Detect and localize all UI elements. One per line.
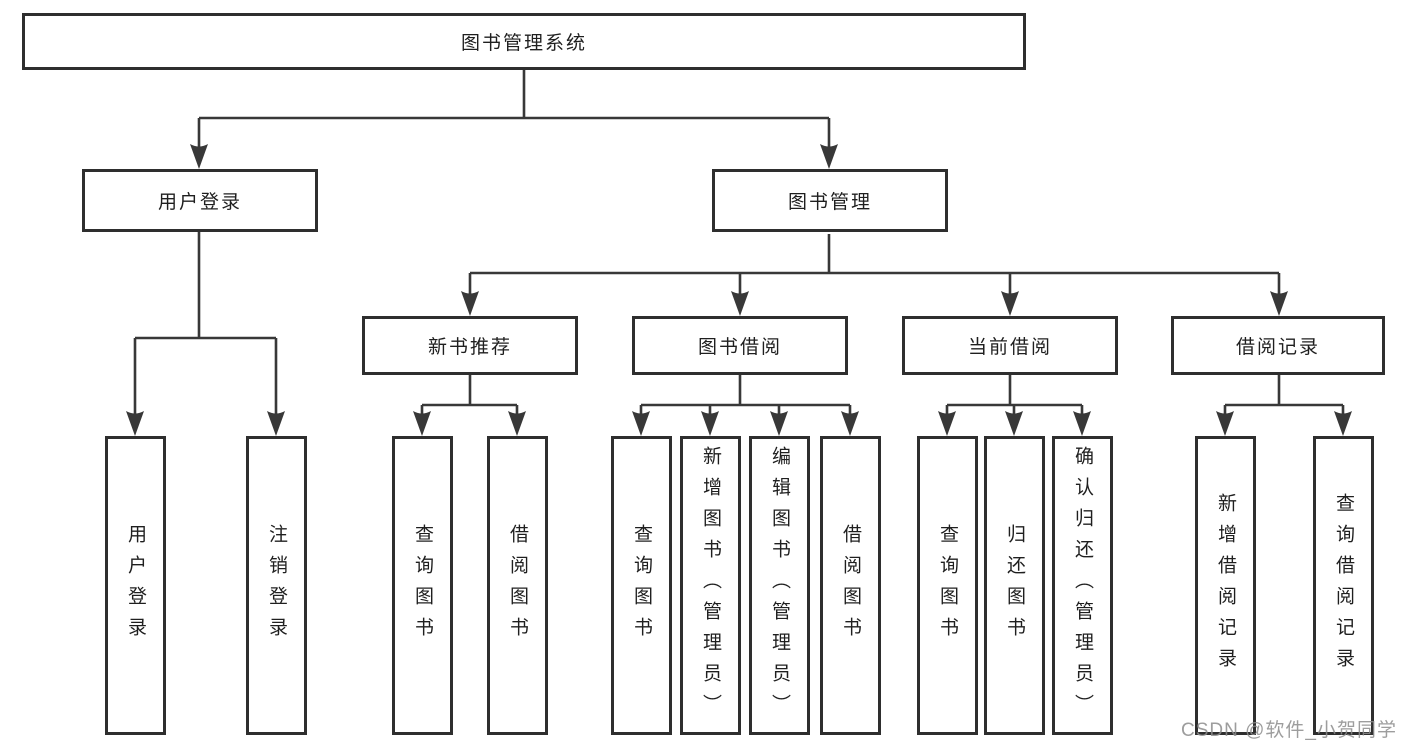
leaf-return-books-label: 归还图书 <box>1004 523 1025 648</box>
leaf-borrow-books-1: 借阅图书 <box>487 436 548 735</box>
node-current-borrowing-label: 当前借阅 <box>967 337 1052 358</box>
arrow-down-icon <box>413 411 431 436</box>
leaf-add-book-admin-label: 新增图书（管理员） <box>700 446 721 725</box>
arrow-down-icon <box>1334 411 1352 436</box>
arrowheads <box>126 144 1352 436</box>
arrow-down-icon <box>1216 411 1234 436</box>
arrow-down-icon <box>267 411 285 436</box>
leaf-query-borrow-record-label: 查询借阅记录 <box>1333 492 1354 679</box>
leaf-user-login: 用户登录 <box>105 436 166 735</box>
connector-book-borrow-branch <box>639 375 852 418</box>
leaf-query-books-3-label: 查询图书 <box>937 523 958 648</box>
node-current-borrowing: 当前借阅 <box>902 316 1118 375</box>
leaf-borrow-books-2: 借阅图书 <box>820 436 881 735</box>
node-root-label: 图书管理系统 <box>460 33 587 54</box>
leaf-borrow-books-1-label: 借阅图书 <box>507 523 528 648</box>
arrow-down-icon <box>126 411 144 436</box>
leaf-confirm-return-admin-label: 确认归还（管理员） <box>1072 446 1093 725</box>
arrow-down-icon <box>461 291 479 316</box>
leaf-add-borrow-record: 新增借阅记录 <box>1195 436 1256 735</box>
node-borrowing-records-label: 借阅记录 <box>1235 337 1320 358</box>
arrow-down-icon <box>190 144 208 169</box>
arrow-down-icon <box>731 291 749 316</box>
arrow-down-icon <box>841 411 859 436</box>
leaf-query-books-1: 查询图书 <box>392 436 453 735</box>
connector-root-branch <box>197 70 831 150</box>
arrow-down-icon <box>1005 411 1023 436</box>
arrow-down-icon <box>770 411 788 436</box>
arrow-down-icon <box>1270 291 1288 316</box>
node-root: 图书管理系统 <box>22 13 1026 70</box>
connector-current-borrow-branch <box>945 375 1084 418</box>
leaf-query-books-3: 查询图书 <box>917 436 978 735</box>
leaf-edit-book-admin-label: 编辑图书（管理员） <box>769 446 790 725</box>
leaf-add-book-admin: 新增图书（管理员） <box>680 436 741 735</box>
leaf-query-books-2-label: 查询图书 <box>631 523 652 648</box>
node-new-book-recommend-label: 新书推荐 <box>427 337 512 358</box>
node-new-book-recommend: 新书推荐 <box>362 316 578 375</box>
arrow-down-icon <box>1001 291 1019 316</box>
node-user-login-label: 用户登录 <box>157 192 242 213</box>
node-book-borrowing: 图书借阅 <box>632 316 848 375</box>
leaf-confirm-return-admin: 确认归还（管理员） <box>1052 436 1113 735</box>
leaf-borrow-books-2-label: 借阅图书 <box>840 523 861 648</box>
arrow-down-icon <box>632 411 650 436</box>
leaf-add-borrow-record-label: 新增借阅记录 <box>1215 492 1236 679</box>
connector-borrow-records-branch <box>1223 375 1345 418</box>
node-book-management: 图书管理 <box>712 169 948 232</box>
node-book-management-label: 图书管理 <box>787 192 872 213</box>
leaf-user-login-label: 用户登录 <box>125 523 146 648</box>
arrow-down-icon <box>508 411 526 436</box>
leaf-return-books: 归还图书 <box>984 436 1045 735</box>
leaf-query-books-2: 查询图书 <box>611 436 672 735</box>
leaf-logout: 注销登录 <box>246 436 307 735</box>
arrow-down-icon <box>701 411 719 436</box>
leaf-query-borrow-record: 查询借阅记录 <box>1313 436 1374 735</box>
leaf-logout-label: 注销登录 <box>266 523 287 648</box>
leaf-query-books-1-label: 查询图书 <box>412 523 433 648</box>
arrow-down-icon <box>1073 411 1091 436</box>
node-user-login: 用户登录 <box>82 169 318 232</box>
connector-book-mgmt-branch <box>468 234 1281 296</box>
connector-user-login-branch <box>133 232 278 418</box>
node-book-borrowing-label: 图书借阅 <box>697 337 782 358</box>
arrow-down-icon <box>820 144 838 169</box>
connector-new-book-branch <box>420 375 519 418</box>
node-borrowing-records: 借阅记录 <box>1171 316 1385 375</box>
arrow-down-icon <box>938 411 956 436</box>
leaf-edit-book-admin: 编辑图书（管理员） <box>749 436 810 735</box>
